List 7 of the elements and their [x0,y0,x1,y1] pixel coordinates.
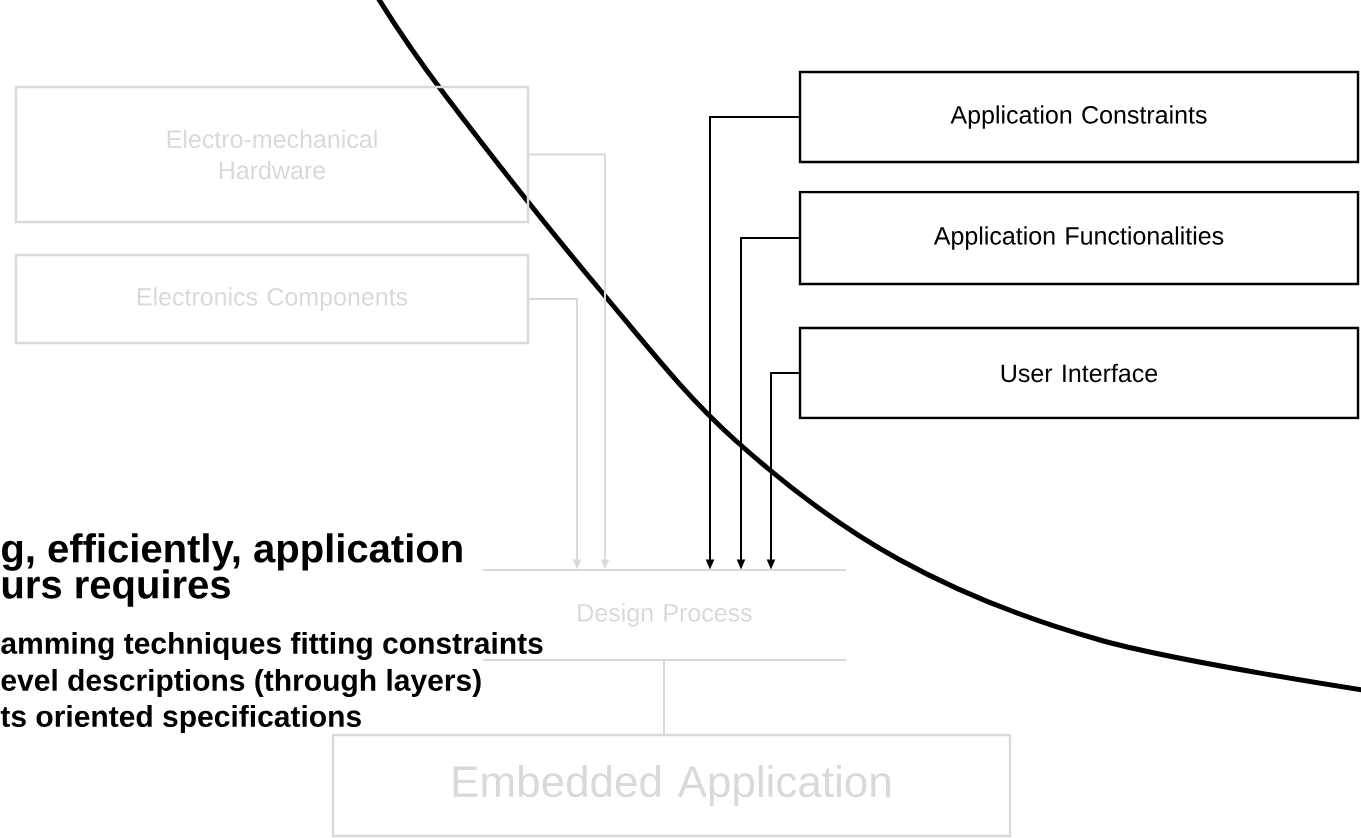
heading: g, efficiently, application [2,533,462,571]
bullet-text: amming techniques fitting constraints [1,631,543,661]
process-box: Application Functionalities [798,190,1360,286]
bullet-text: ts oriented specifications [0,705,361,733]
process-box: User Interface [798,326,1360,420]
bullet-text: evel descriptions (through layers) [1,668,481,698]
process-box: Application Constraints [798,70,1360,164]
